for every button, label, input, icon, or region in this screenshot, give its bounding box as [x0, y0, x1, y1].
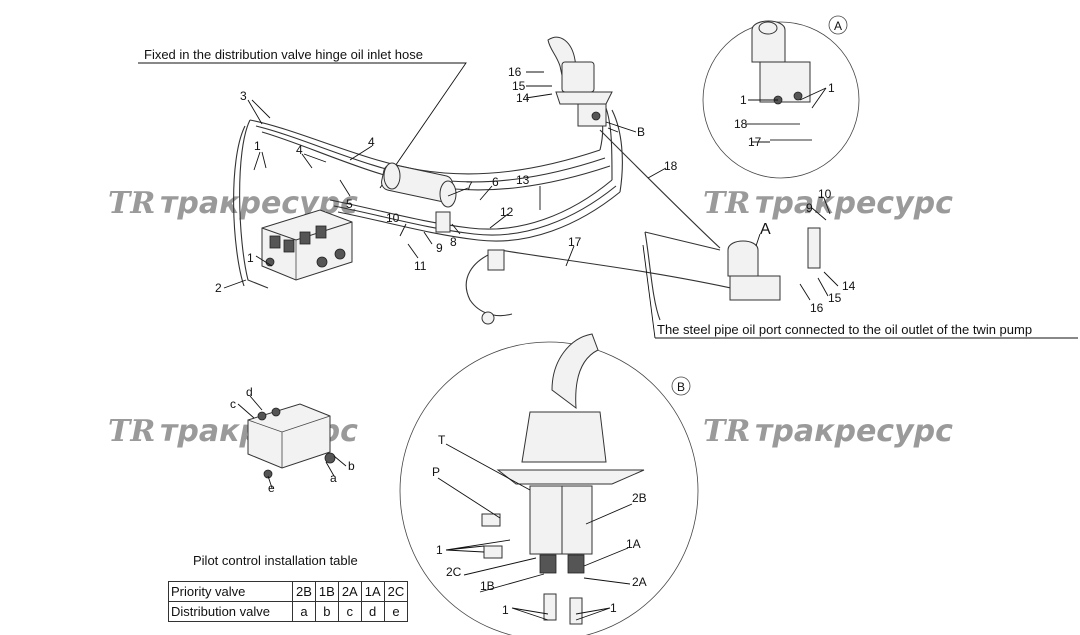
detail-a-label-18: 18: [734, 117, 748, 131]
part-label-6: 6: [492, 175, 499, 189]
port-label-1b: 1B: [480, 579, 495, 593]
caption-steel-pipe-leader: [642, 244, 656, 339]
valve-label-d: d: [246, 385, 253, 399]
distribution-valve-small: [247, 403, 336, 479]
table-cell: 1A: [360, 581, 385, 602]
port-label-2b: 2B: [632, 491, 647, 505]
part-label-7: 7: [466, 179, 473, 193]
table-cell: a: [292, 601, 316, 622]
detail-a-label-1: 1: [740, 93, 747, 107]
detail-b-view: B: [399, 333, 699, 635]
watermark: TR тракресурс: [703, 414, 953, 449]
caption-steel-pipe: The steel pipe oil port connected to the…: [657, 322, 1032, 337]
caption-hinge-hose: Fixed in the distribution valve hinge oi…: [144, 47, 423, 62]
watermark: TR тракресурс: [703, 186, 953, 221]
part-label-5: 5: [346, 197, 353, 211]
table-cell: e: [383, 601, 409, 622]
table-cell: 2B: [292, 581, 316, 602]
pilot-valve-a: [727, 227, 821, 301]
detail-b-label-1: 1: [436, 543, 443, 557]
part-label-4b: 4: [296, 143, 303, 157]
port-label-t: T: [438, 433, 446, 447]
detail-a-view: A: [702, 15, 860, 179]
table-cell: 2A: [337, 581, 362, 602]
valve-label-b: b: [348, 459, 355, 473]
watermark-logo: TR: [108, 414, 155, 449]
part-label-8: 8: [450, 235, 457, 249]
part-label-15: 15: [512, 79, 526, 93]
part-label-17: 17: [568, 235, 582, 249]
detail-b-label-1c: 1: [610, 601, 617, 615]
detail-a-label-17: 17: [748, 135, 762, 149]
part-label-15b: 15: [828, 291, 842, 305]
part-label-11: 11: [414, 259, 427, 273]
valve-letter-labels: c d e a b: [230, 385, 355, 495]
part-label-4: 4: [368, 135, 375, 149]
caption-hinge-hose-leader: [138, 62, 467, 189]
part-label-10: 10: [386, 211, 400, 225]
detail-b-label-1b: 1: [502, 603, 509, 617]
part-label-12: 12: [500, 205, 514, 219]
port-label-p: P: [432, 465, 440, 479]
table-row-header: Distribution valve: [168, 601, 293, 622]
part-label-18: 18: [664, 159, 678, 173]
part-label-1c: 1: [247, 251, 254, 265]
part-label-14: 14: [516, 91, 530, 105]
table-row-header: Priority valve: [168, 581, 293, 602]
detail-a-marker: A: [834, 19, 842, 33]
part-label-3: 3: [240, 89, 247, 103]
pilot-joystick-top: [547, 36, 613, 127]
port-label-2a: 2A: [632, 575, 647, 589]
detail-b-labels: T P 2B 1 1A 2C 1B 2A 1 1: [432, 433, 647, 617]
part-label-9: 9: [436, 241, 443, 255]
watermark-logo: TR: [703, 186, 750, 221]
leader-lines: [223, 71, 839, 621]
part-label-10b: 10: [818, 187, 832, 201]
part-label-16b: 16: [810, 301, 824, 315]
table-cell: d: [360, 601, 385, 622]
detail-b-marker: B: [677, 380, 685, 394]
watermark-logo: TR: [108, 186, 155, 221]
part-label-b: B: [637, 125, 645, 139]
part-label-a: A: [760, 221, 771, 238]
part-label-9b: 9: [806, 201, 813, 215]
table-cell: 1B: [314, 581, 339, 602]
part-label-13: 13: [516, 173, 530, 187]
table-cell: c: [337, 601, 362, 622]
part-label-2: 2: [215, 281, 222, 295]
port-label-1a: 1A: [626, 537, 641, 551]
hose-clamp-assembly: [381, 162, 505, 325]
port-label-2c: 2C: [446, 565, 462, 579]
watermark-logo: TR: [703, 414, 750, 449]
part-label-16: 16: [508, 65, 522, 79]
watermark-text: тракресурс: [755, 186, 953, 221]
valve-label-c: c: [230, 397, 236, 411]
table-cell: 2C: [383, 581, 409, 602]
part-label-1: 1: [254, 139, 261, 153]
part-label-14b: 14: [842, 279, 856, 293]
detail-a-label-1b: 1: [828, 81, 835, 95]
valve-label-a: a: [330, 471, 337, 485]
part-labels: 3 1 4 4 5 7 6 13 12 8 9 10 11 2 1 16 15 …: [215, 65, 856, 315]
valve-label-e: e: [268, 481, 275, 495]
table-cell: b: [314, 601, 339, 622]
pilot-table-title: Pilot control installation table: [193, 553, 358, 568]
watermark-text: тракресурс: [755, 414, 953, 449]
